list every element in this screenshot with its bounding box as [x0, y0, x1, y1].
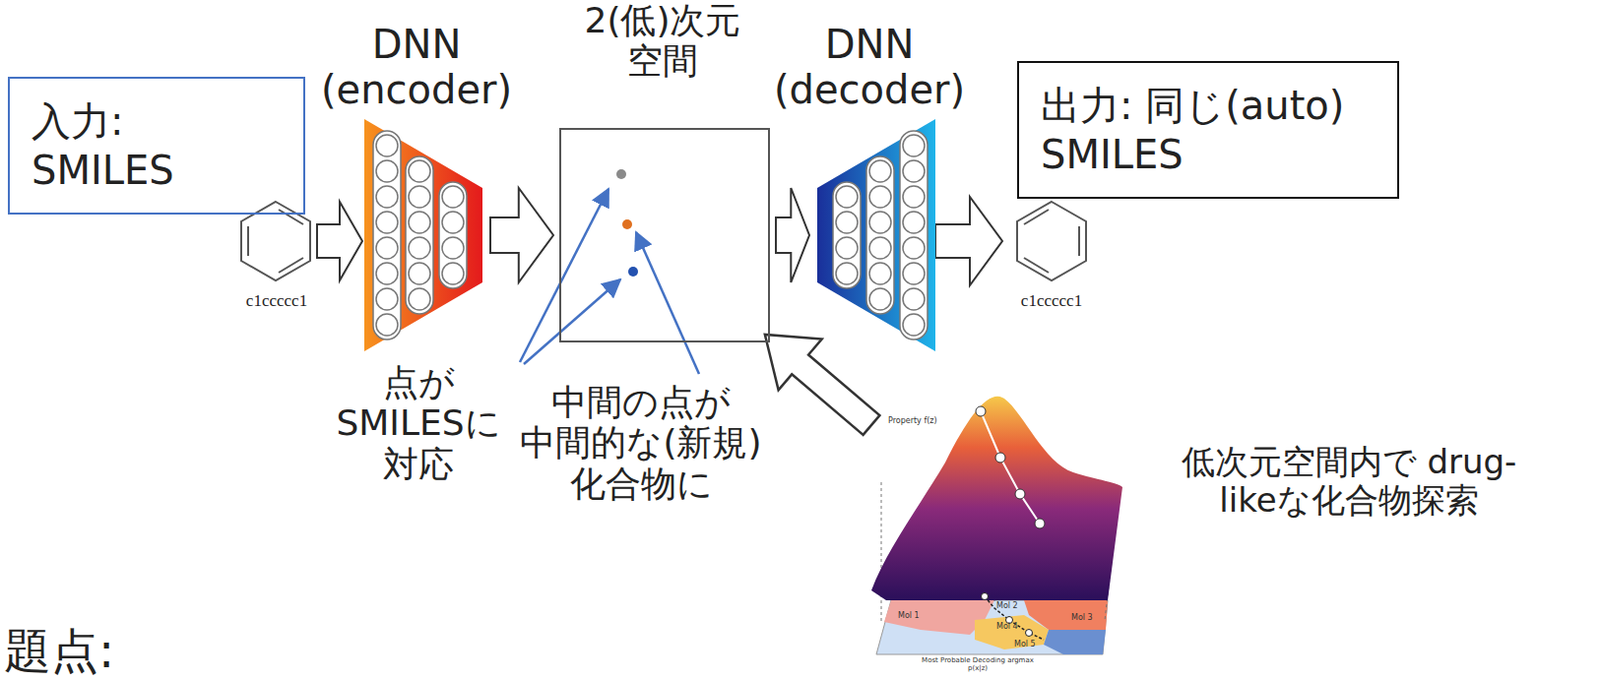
annotation: 点が SMILESに 対応: [329, 362, 508, 485]
input-box: 入力: SMILES: [7, 76, 306, 215]
leader-arrow: [519, 189, 700, 375]
decoder-trapezoid: [815, 117, 938, 354]
region-label: Mol 4: [996, 623, 1026, 633]
encoder-trapezoid: [362, 117, 485, 354]
region-label: Mol 2: [996, 602, 1036, 612]
hollow-arrow: [743, 309, 894, 451]
benzene-ring: [1017, 201, 1087, 281]
encoder-network: DNN (encoder): [311, 21, 522, 357]
region-label: Mol 3: [1071, 614, 1111, 624]
hollow-arrow: [490, 188, 554, 283]
output-box: 出力: 同じ(auto) SMILES: [1017, 61, 1400, 199]
latent-square: [559, 128, 770, 343]
hollow-arrow: [317, 201, 363, 281]
annotation: 低次元空間内で drug-likeな化合物探索: [1142, 443, 1556, 520]
hollow-arrow: [775, 188, 810, 283]
node-text: DNN (encoder): [311, 21, 522, 113]
decoder-network: DNN (decoder): [764, 21, 975, 357]
latent-space: 2(低)次元 空間: [547, 0, 778, 347]
axis-label: Property f(z): [888, 417, 938, 427]
region-label: Mol 1: [897, 612, 938, 622]
annotation: 中間の点が 中間的な(新規) 化合物に: [512, 382, 770, 505]
smiles-string: c1ccccc1: [1007, 291, 1096, 312]
axis-label: Most Probable Decoding argmax p(x|z): [913, 657, 1042, 673]
node-text: 入力: SMILES: [31, 96, 204, 195]
section-heading: 題点:: [3, 624, 142, 679]
hollow-arrow: [935, 196, 1003, 286]
latent-points: [559, 128, 770, 343]
node-text: DNN (decoder): [764, 21, 975, 113]
smiles-string: c1ccccc1: [232, 291, 321, 312]
region-label: Mol 5: [1014, 640, 1044, 650]
node-text: 出力: 同じ(auto) SMILES: [1040, 80, 1376, 180]
property-landscape: [871, 396, 1123, 655]
node-text: 2(低)次元 空間: [561, 0, 765, 82]
